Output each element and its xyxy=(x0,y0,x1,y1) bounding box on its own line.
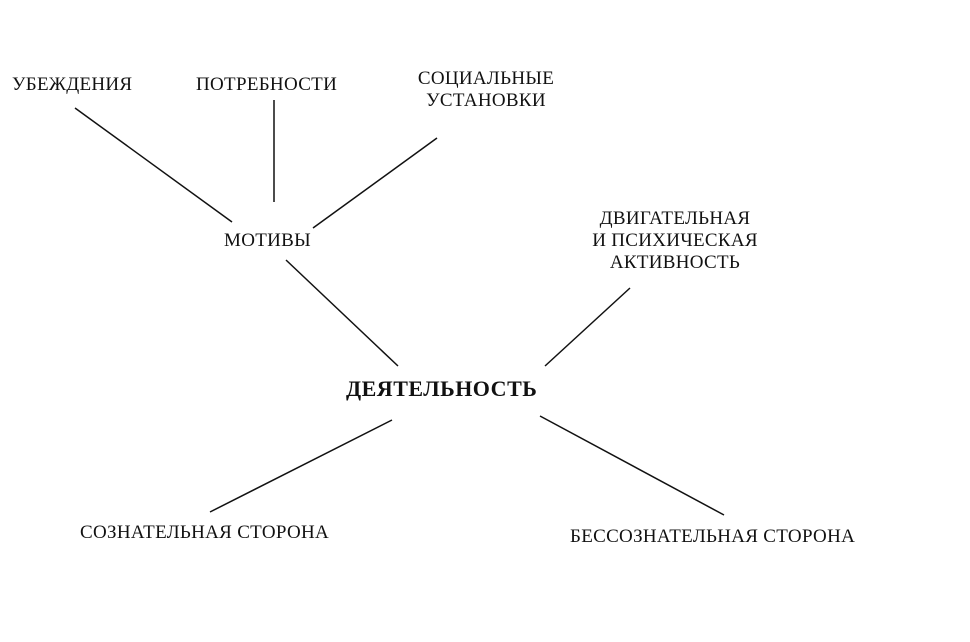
node-social-attitudes: СОЦИАЛЬНЫЕ УСТАНОВКИ xyxy=(417,68,555,111)
edge-activity-unconscious xyxy=(539,415,725,516)
node-motor-mental-activity: ДВИГАТЕЛЬНАЯ И ПСИХИЧЕСКАЯ АКТИВНОСТЬ xyxy=(592,208,758,273)
node-motives: МОТИВЫ xyxy=(224,230,311,251)
node-activity: ДЕЯТЕЛЬНОСТЬ xyxy=(346,376,538,401)
node-needs: ПОТРЕБНОСТИ xyxy=(196,74,338,95)
node-conscious-side: СОЗНАТЕЛЬНАЯ СТОРОНА xyxy=(80,522,330,543)
edge-motor-activity-activity xyxy=(544,287,631,367)
edge-motives-activity xyxy=(285,259,399,367)
edge-beliefs-motives xyxy=(74,107,233,223)
edge-activity-conscious xyxy=(209,419,393,513)
node-beliefs: УБЕЖДЕНИЯ xyxy=(12,74,133,95)
node-unconscious-side: БЕССОЗНАТЕЛЬНАЯ СТОРОНА xyxy=(570,526,856,547)
edge-social-attitudes-motives xyxy=(312,137,438,229)
